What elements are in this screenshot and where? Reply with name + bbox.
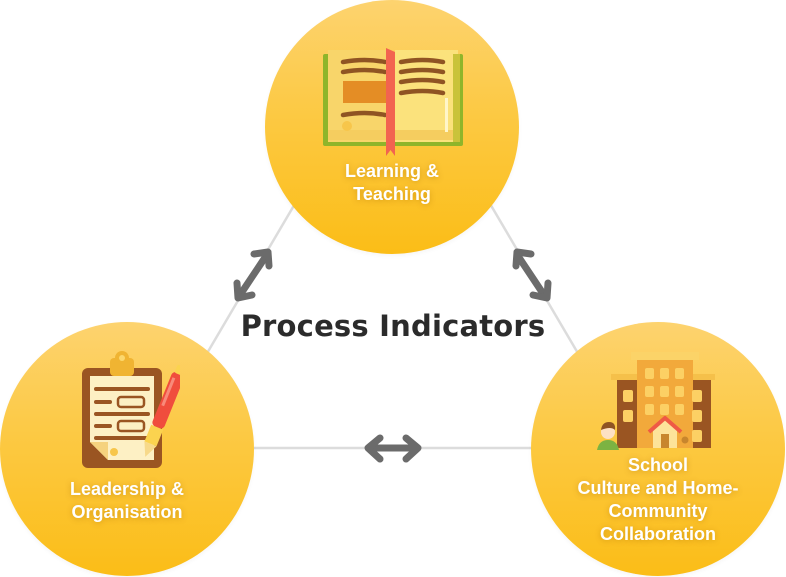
open-book-icon [323,48,463,156]
clipboard-pen-icon [82,351,180,468]
double-arrow-icon-right [512,248,552,302]
node-learning-teaching: Learning & Teaching [265,0,519,254]
label-line: Learning & [344,161,439,181]
label-line: Collaboration [600,524,716,544]
node-leadership-organisation: Leadership & Organisation [0,322,254,576]
node-label-leadership-organisation: Leadership & Organisation [0,478,254,524]
node-label-learning-teaching: Learning & Teaching [265,160,519,206]
node-label-school-culture: School Culture and Home- Community Colla… [531,454,785,546]
double-arrow-icon-bottom [364,434,422,463]
label-line: Culture and Home- [577,478,739,498]
node-school-culture: School Culture and Home- Community Colla… [531,322,785,576]
label-line: Organisation [71,502,183,522]
label-line: Teaching [353,184,431,204]
label-line: School [627,455,688,475]
diagram-title: Process Indicators [240,309,546,343]
label-line: Community [608,501,708,521]
double-arrow-icon-left [233,248,273,302]
school-building-person-icon [597,352,715,450]
label-line: Leadership & [69,479,185,499]
